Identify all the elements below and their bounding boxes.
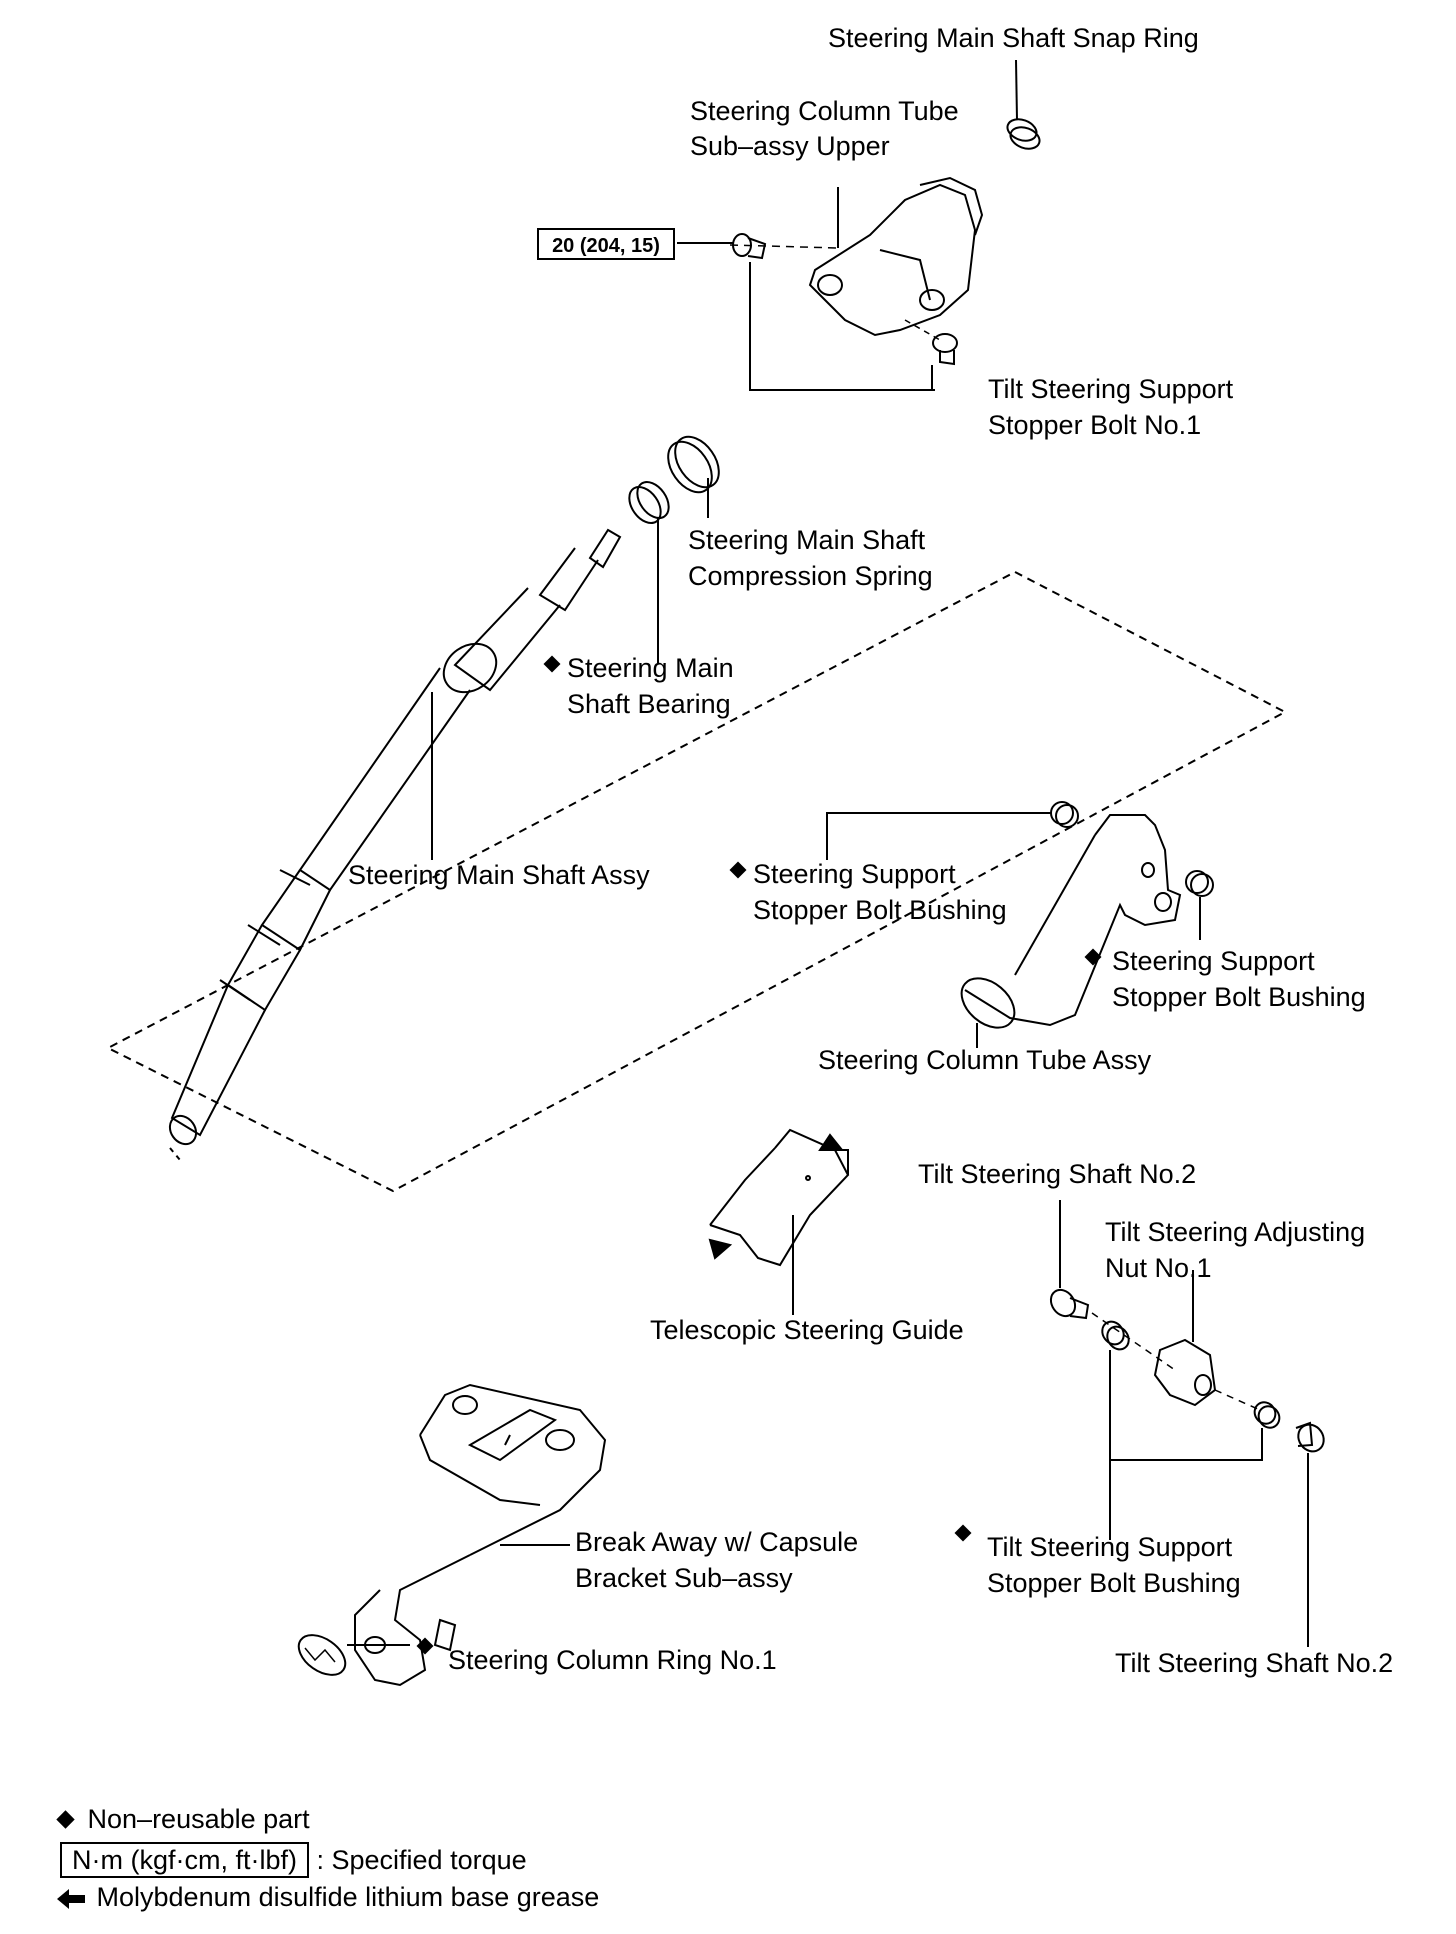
label-main-shaft-assy: Steering Main Shaft Assy bbox=[348, 860, 650, 890]
label-bearing-line1: Steering Main bbox=[567, 653, 734, 683]
label-adjusting-nut-line2: Nut No.1 bbox=[1105, 1253, 1212, 1283]
torque-bolt-part bbox=[677, 233, 935, 391]
label-tilt-bushing-line2: Stopper Bolt Bushing bbox=[987, 1568, 1241, 1598]
side-bushing-part bbox=[1185, 870, 1214, 940]
label-compression-spring-line1: Steering Main Shaft bbox=[688, 525, 926, 555]
label-tilt-bushing-line1: Tilt Steering Support bbox=[987, 1532, 1233, 1562]
legend-nonreusable-text: Non–reusable part bbox=[87, 1804, 310, 1834]
torque-spec-box: 20 (204, 15) bbox=[537, 228, 675, 260]
snap-ring-part bbox=[1006, 59, 1041, 150]
label-snap-ring: Steering Main Shaft Snap Ring bbox=[828, 23, 1199, 53]
label-column-tube-upper-line2: Sub–assy Upper bbox=[690, 131, 890, 161]
column-ring-part bbox=[297, 1634, 410, 1676]
label-bushing-a-line1: Steering Support bbox=[753, 859, 956, 889]
label-adjusting-nut-line1: Tilt Steering Adjusting bbox=[1105, 1217, 1366, 1247]
diamond-icon bbox=[543, 655, 561, 673]
diamond-icon bbox=[954, 1524, 972, 1542]
label-bushing-a-line2: Stopper Bolt Bushing bbox=[753, 895, 1007, 925]
label-bearing-line2: Shaft Bearing bbox=[567, 689, 731, 719]
label-breakaway-line1: Break Away w/ Capsule bbox=[575, 1527, 859, 1557]
legend-torque-desc: : Specified torque bbox=[316, 1845, 527, 1875]
label-column-tube-upper-line1: Steering Column Tube bbox=[690, 96, 959, 126]
diamond-icon bbox=[56, 1810, 75, 1829]
upper-bushing-part bbox=[826, 801, 1079, 860]
legend-grease-text: Molybdenum disulfide lithium base grease bbox=[96, 1882, 600, 1912]
adjusting-nut-part bbox=[1153, 1270, 1261, 1411]
legend-torque-units: N·m (kgf·cm, ft·lbf) bbox=[60, 1842, 309, 1878]
label-stopper-bolt-line2: Stopper Bolt No.1 bbox=[988, 410, 1202, 440]
diamond-icon bbox=[729, 861, 747, 879]
tilt-bushing-right-part bbox=[1110, 1401, 1281, 1461]
label-column-tube-assy: Steering Column Tube Assy bbox=[818, 1045, 1152, 1075]
tilt-bushing-left-part bbox=[1101, 1320, 1130, 1540]
label-tilt-shaft-bottom: Tilt Steering Shaft No.2 bbox=[1115, 1648, 1394, 1678]
breakaway-bracket-part bbox=[354, 1383, 607, 1687]
label-column-ring: Steering Column Ring No.1 bbox=[448, 1645, 777, 1675]
label-stopper-bolt-line1: Tilt Steering Support bbox=[988, 374, 1234, 404]
column-tube-assy-part bbox=[960, 814, 1182, 1048]
legend-grease: Molybdenum disulfide lithium base grease bbox=[55, 1880, 599, 1914]
legend-torque: N·m (kgf·cm, ft·lbf) : Specified torque bbox=[60, 1842, 527, 1878]
label-tilt-shaft-top: Tilt Steering Shaft No.2 bbox=[918, 1159, 1197, 1189]
label-breakaway-line2: Bracket Sub–assy bbox=[575, 1563, 793, 1593]
tilt-shaft-bottom-part bbox=[1295, 1421, 1325, 1647]
column-tube-upper-part bbox=[729, 176, 984, 337]
assembly-outline bbox=[105, 570, 1288, 1193]
stopper-bolt-part bbox=[904, 319, 958, 390]
grease-arrow-icon bbox=[57, 1888, 85, 1909]
label-bushing-b-line2: Stopper Bolt Bushing bbox=[1112, 982, 1366, 1012]
label-telescopic-guide: Telescopic Steering Guide bbox=[650, 1315, 964, 1345]
bearing-part bbox=[628, 480, 670, 663]
diamond-icon bbox=[1084, 948, 1102, 966]
main-shaft-part bbox=[168, 528, 622, 1161]
label-bushing-b-line1: Steering Support bbox=[1112, 946, 1315, 976]
legend-nonreusable: Non–reusable part bbox=[55, 1802, 310, 1836]
label-compression-spring-line2: Compression Spring bbox=[688, 561, 933, 591]
telescopic-guide-part bbox=[708, 1128, 850, 1315]
compression-spring-part bbox=[667, 435, 720, 518]
